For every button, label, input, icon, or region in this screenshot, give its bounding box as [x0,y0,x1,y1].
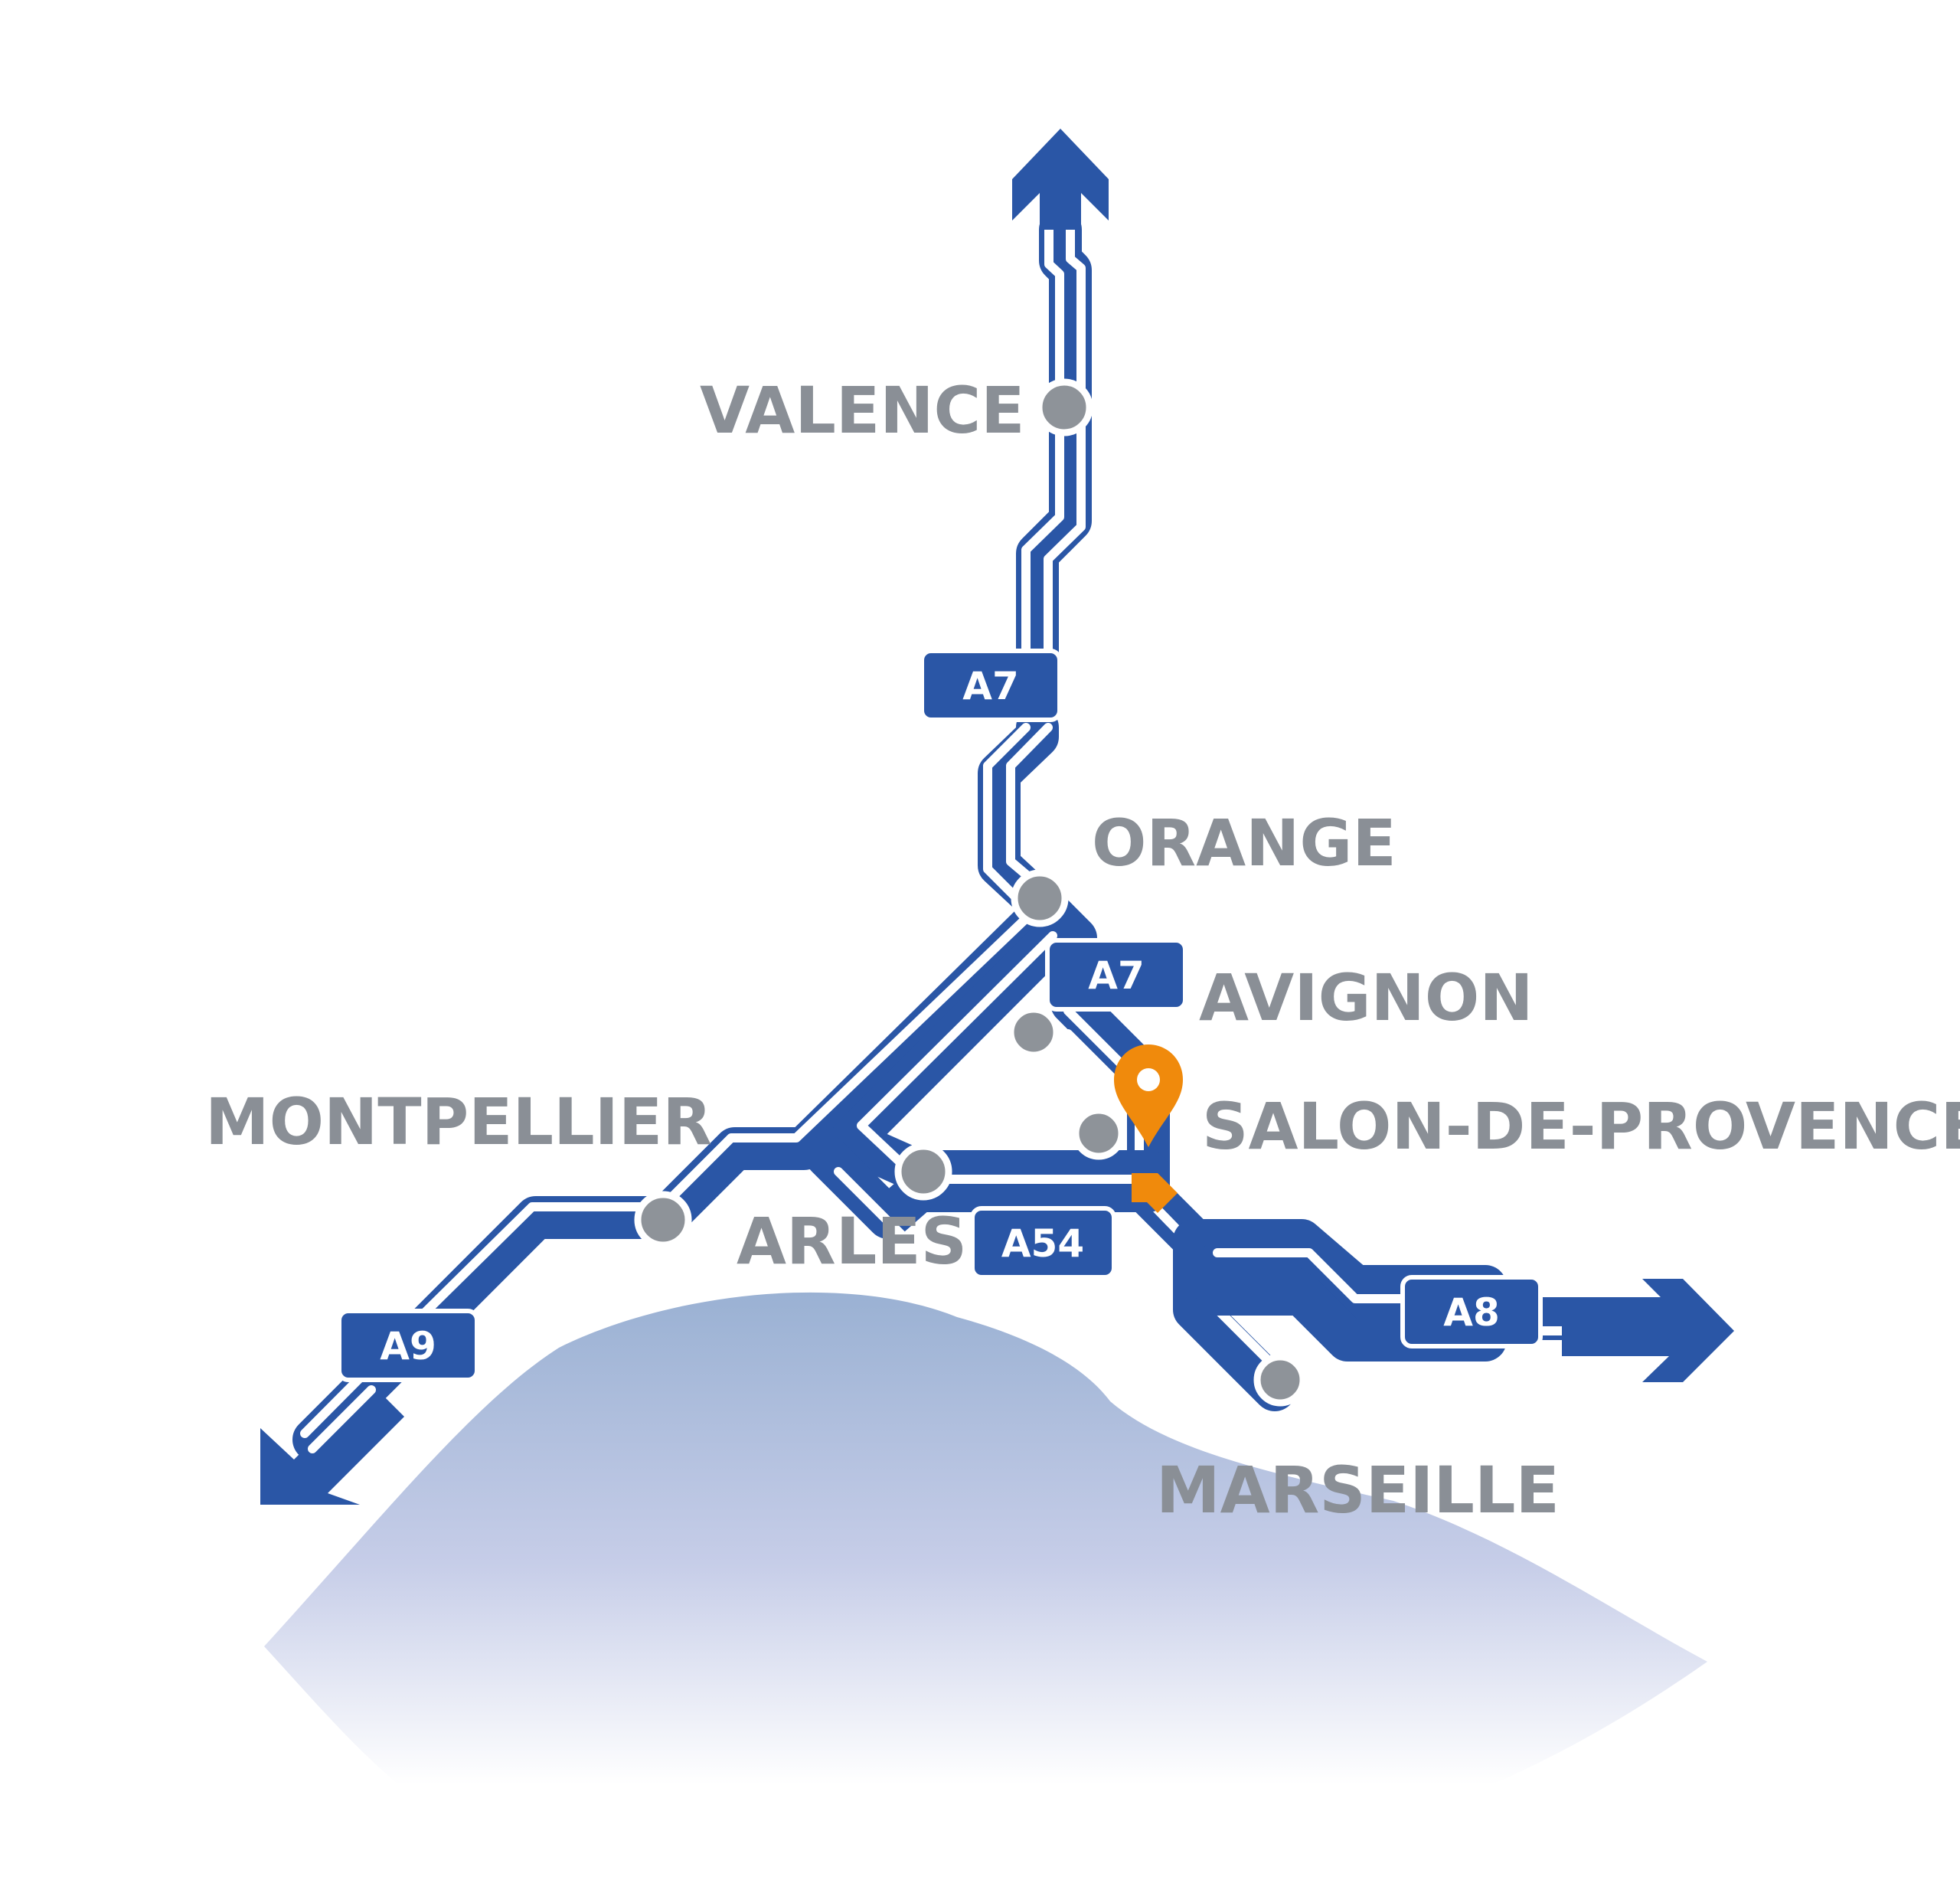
shield-a7-south-label: A7 [1088,953,1145,998]
arrow-north [1012,129,1109,230]
city-label-salon: SALON-DE-PROVENCE [1202,1089,1960,1164]
city-label-avignon: AVIGNON [1199,960,1534,1035]
city-labels: VALENCE ORANGE AVIGNON MONTPELLIER SALON… [205,373,1960,1528]
arrow-east [1562,1279,1734,1382]
shield-a7-south[interactable]: A7 [1045,938,1187,1012]
shield-a54-label: A54 [1001,1221,1084,1266]
city-dots [634,378,1307,1407]
arrow-southwest [260,1383,404,1505]
road-a7-north [1016,208,1092,695]
city-dot-arles[interactable] [894,1143,952,1201]
city-dot-orange[interactable] [1011,869,1069,927]
city-label-montpellier: MONTPELLIER [205,1084,712,1159]
city-label-arles: ARLES [737,1204,967,1279]
city-dot-avignon[interactable] [1007,1005,1060,1059]
city-label-orange: ORANGE [1092,806,1396,881]
shield-a7-north-label: A7 [962,664,1019,708]
shield-a9[interactable]: A9 [337,1309,479,1382]
shield-a9-label: A9 [380,1324,436,1368]
city-dot-salon[interactable] [1072,1107,1125,1160]
coast-area [264,1292,1707,1784]
highway-exit-icon [1132,1173,1178,1213]
highway-shields: A7 A7 A54 A9 A8 [337,649,1543,1382]
city-dot-marseille[interactable] [1253,1353,1307,1407]
shield-a8-label: A8 [1443,1290,1500,1335]
road-to-marseille [1173,1219,1296,1411]
city-label-valence: VALENCE [700,373,1025,448]
shield-a8[interactable]: A8 [1400,1275,1543,1348]
city-dot-montpellier[interactable] [634,1191,692,1249]
location-pin-icon[interactable] [1114,1044,1183,1147]
city-label-marseille: MARSEILLE [1156,1453,1560,1528]
shield-a54[interactable]: A54 [970,1206,1116,1280]
shield-a7-north[interactable]: A7 [920,649,1062,722]
city-dot-valence[interactable] [1035,378,1093,436]
